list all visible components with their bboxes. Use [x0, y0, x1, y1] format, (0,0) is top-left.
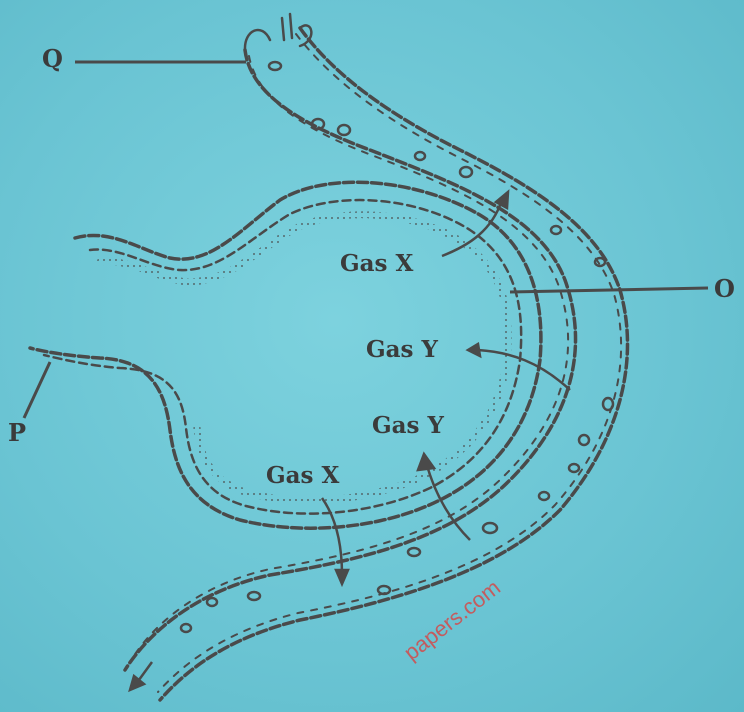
o-pointer-line — [510, 288, 708, 292]
capillary-inner-wall-twist — [130, 56, 568, 662]
label-p: P — [8, 418, 26, 447]
gas-y-upper-arrowhead — [468, 344, 480, 356]
gas-y-lower-arrowhead — [418, 454, 434, 470]
gas-x-upper-arrowhead — [496, 192, 508, 208]
label-o: O — [714, 274, 735, 303]
gas-y-upper-arrow — [478, 350, 570, 390]
label-gas-x-upper: Gas X — [340, 250, 413, 277]
capillary-outer-wall — [160, 28, 628, 700]
label-q: Q — [42, 44, 63, 73]
gas-x-lower-arrowhead — [336, 570, 348, 584]
label-gas-x-lower: Gas X — [266, 462, 339, 489]
alveolus-moist-lining — [100, 215, 508, 501]
label-gas-y-upper: Gas Y — [366, 336, 438, 363]
p-pointer-line — [24, 362, 50, 418]
label-gas-y-lower: Gas Y — [372, 412, 444, 439]
blood-flow-arrowhead — [130, 676, 144, 690]
